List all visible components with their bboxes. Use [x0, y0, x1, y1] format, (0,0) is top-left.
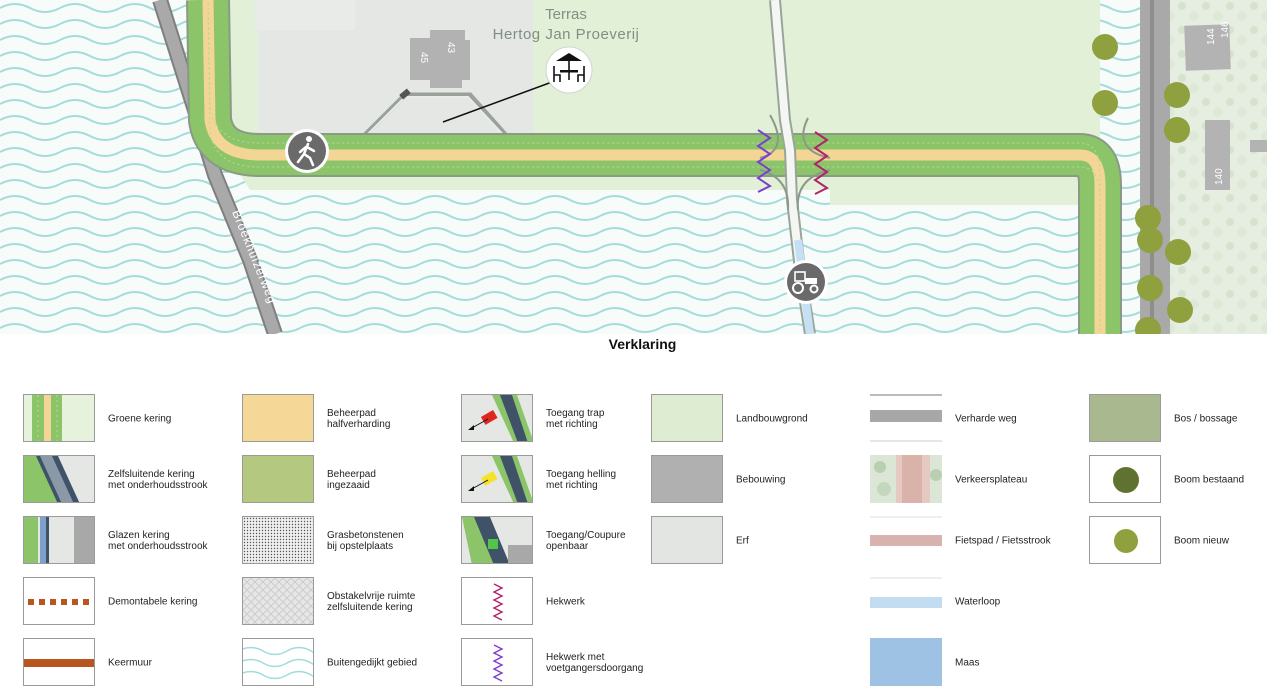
building-45-43: 45 43 [410, 30, 470, 88]
swatch-watercourse [870, 577, 942, 625]
swatch-buildings [651, 455, 723, 503]
swatch-maas-river [870, 638, 942, 686]
green-dike [186, 0, 1122, 334]
terrace-icon[interactable] [545, 46, 593, 94]
map-view[interactable]: 45 43 Broekhuizerweg 144 146 140 [0, 0, 1267, 334]
swatch-ramp-access [461, 455, 533, 503]
swatch-fence-pedestrian [461, 638, 533, 686]
house-number-45: 45 [418, 52, 429, 64]
house-number-140: 140 [1214, 168, 1225, 185]
swatch-path-seeded [242, 455, 314, 503]
swatch-glass-barrier [23, 516, 95, 564]
swatch-tree-new [1089, 516, 1161, 564]
swatch-floodplain [242, 638, 314, 686]
swatch-bike-path [870, 516, 942, 564]
swatch-yard [651, 516, 723, 564]
swatch-obstacle-free-zone [242, 577, 314, 625]
swatch-green-dike [23, 394, 95, 442]
swatch-path-semi-paved [242, 394, 314, 442]
swatch-grass-concrete [242, 516, 314, 564]
swatch-retaining-wall [23, 638, 95, 686]
swatch-public-access [461, 516, 533, 564]
swatch-fence [461, 577, 533, 625]
terrace-label-line1: Terras [545, 6, 587, 23]
house-number-146: 146 [1220, 21, 1231, 38]
swatch-farmland [651, 394, 723, 442]
swatch-forest [1089, 394, 1161, 442]
swatch-traffic-plateau [870, 455, 942, 503]
legend-title: Verklaring [608, 336, 677, 352]
swatch-self-closing-barrier [23, 455, 95, 503]
house-number-43: 43 [445, 42, 456, 54]
swatch-tree-existing [1089, 455, 1161, 503]
swatch-removable-barrier [23, 577, 95, 625]
fence [813, 131, 829, 195]
swatch-stair-access [461, 394, 533, 442]
swatch-paved-road [870, 394, 942, 442]
terrace-label-line2: Hertog Jan Proeverij [493, 26, 640, 43]
walker-icon[interactable] [285, 129, 329, 173]
tractor-icon[interactable] [784, 260, 828, 304]
trees-existing [1092, 34, 1193, 334]
house-number-144: 144 [1206, 28, 1217, 45]
fence-pedestrian [756, 129, 772, 193]
